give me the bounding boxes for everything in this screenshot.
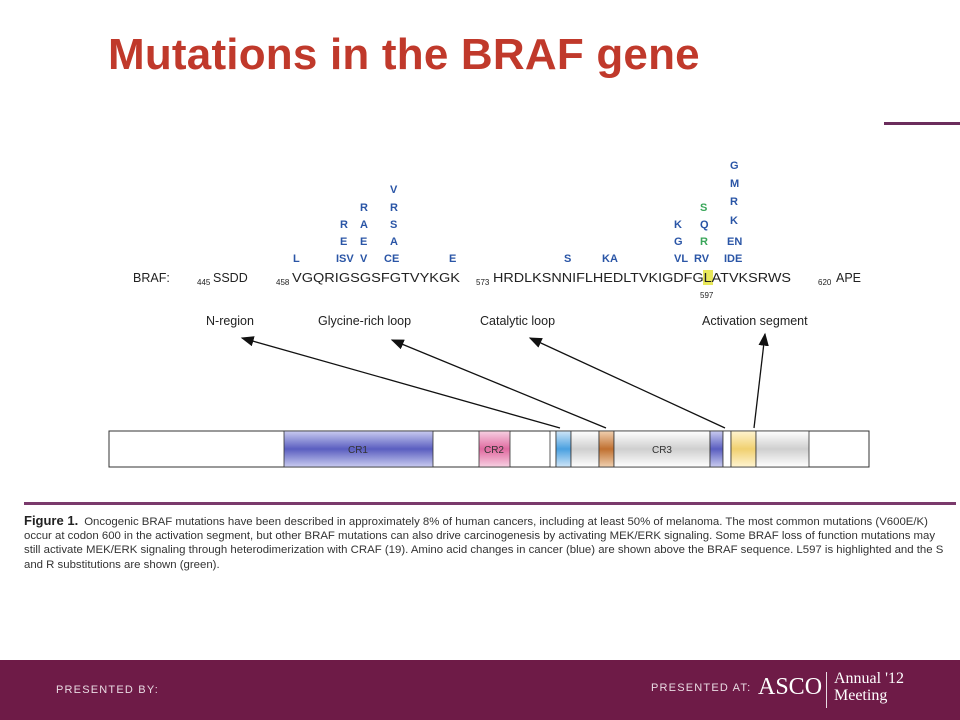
mutation-col-g2-1: R — [390, 202, 398, 214]
region-n-region: N-region — [206, 314, 254, 328]
slide-title: Mutations in the BRAF gene — [108, 30, 700, 79]
mutation-col-kg-1: G — [674, 236, 683, 248]
segment-grey-1 — [570, 430, 600, 468]
domain-cr3-label: CR3 — [652, 445, 672, 456]
seq-sub-458: 458 — [276, 278, 290, 287]
segment-glycine-loop — [555, 430, 572, 468]
footer-bar: PRESENTED BY: PRESENTED AT: ASCO Annual … — [0, 660, 960, 720]
domain-cr2 — [478, 430, 511, 468]
mutation-green-r: R — [700, 236, 708, 248]
arrow-n-region — [240, 336, 561, 429]
arrow-glycine-loop — [390, 339, 607, 429]
asco-logo: ASCO — [758, 674, 823, 700]
mutation-col-g2-3: A — [390, 236, 398, 248]
figure-divider — [24, 502, 956, 505]
residue-597-label: 597 — [700, 291, 714, 300]
mutation-col-top-0: G — [730, 160, 739, 172]
segment-grey-2 — [755, 430, 810, 468]
braf-diagram: L R E ISV R A E V V R S A CE E S KA K G … — [108, 160, 870, 468]
caption-text: Oncogenic BRAF mutations have been descr… — [24, 516, 944, 571]
domain-cr1 — [283, 430, 434, 468]
caption-label: Figure 1. — [24, 513, 79, 528]
mutation-col-g2-0: V — [390, 184, 398, 196]
l597-highlight — [703, 270, 713, 285]
mutation-col-top-2: R — [730, 196, 738, 208]
meeting-line: Meeting — [834, 687, 888, 704]
seq-sub-620: 620 — [818, 278, 832, 287]
segment-activation — [730, 430, 757, 468]
mutation-col-s-0: S — [564, 253, 571, 265]
figure-caption: Figure 1.Oncogenic BRAF mutations have b… — [24, 513, 954, 572]
seq-segment-3: HRDLKSNNIFLHEDLTVKIGDFGLATVKSRWS — [493, 271, 791, 285]
domain-cr2-label: CR2 — [484, 445, 504, 456]
region-glycine-rich-loop: Glycine-rich loop — [318, 314, 411, 328]
presented-at-label: PRESENTED AT: — [651, 682, 752, 694]
segment-catalytic-loop — [709, 430, 724, 468]
seq-sub-573: 573 — [476, 278, 490, 287]
mutation-col-ka-0: KA — [602, 253, 618, 265]
mutation-col-kg-2: VL — [674, 253, 688, 265]
mutation-col-g2-2: S — [390, 219, 397, 231]
mutation-col-g1-0: R — [360, 202, 368, 214]
mutation-col-e-0: E — [449, 253, 456, 265]
arrow-activation-segment — [753, 332, 769, 429]
mutation-col-top-1: M — [730, 178, 739, 190]
seq-sub-445: 445 — [197, 278, 211, 287]
mutation-col-isv-0: R — [340, 219, 348, 231]
mutation-col-qrv-0: Q — [700, 219, 709, 231]
accent-line — [884, 122, 960, 125]
segment-n-region — [549, 430, 557, 468]
seq-segment-2: VGQRIGSGSFGTVYKGK — [292, 271, 461, 285]
mutation-col-g2-4: CE — [384, 253, 399, 265]
presented-by-label: PRESENTED BY: — [56, 684, 160, 696]
mutation-col-g1-3: V — [360, 253, 368, 265]
annual-line: Annual '12 — [834, 670, 904, 687]
segment-white — [722, 430, 732, 468]
mutation-col-top-4: EN — [727, 236, 742, 248]
mutation-col-kg-0: K — [674, 219, 682, 231]
seq-segment-1: SSDD — [213, 271, 248, 285]
mutation-col-top-5: IDE — [724, 253, 742, 265]
region-activation-segment: Activation segment — [702, 314, 808, 328]
segment-orange — [598, 430, 615, 468]
annual-meeting-logo: Annual '12 Meeting — [834, 670, 904, 704]
mutation-green-s: S — [700, 202, 707, 214]
region-catalytic-loop: Catalytic loop — [480, 314, 555, 328]
mutation-col-l-0: L — [293, 253, 300, 265]
braf-label: BRAF: — [133, 271, 170, 285]
mutation-col-isv-1: E — [340, 236, 347, 248]
seq-segment-4: APE — [836, 271, 861, 285]
mutation-col-g1-1: A — [360, 219, 368, 231]
mutation-col-isv-2: ISV — [336, 253, 354, 265]
arrow-catalytic-loop — [528, 337, 726, 429]
mutation-col-qrv-1: RV — [694, 253, 710, 265]
logo-separator — [826, 672, 827, 708]
mutation-col-g1-2: E — [360, 236, 367, 248]
domain-cr1-label: CR1 — [348, 445, 368, 456]
mutation-col-top-3: K — [730, 215, 738, 227]
